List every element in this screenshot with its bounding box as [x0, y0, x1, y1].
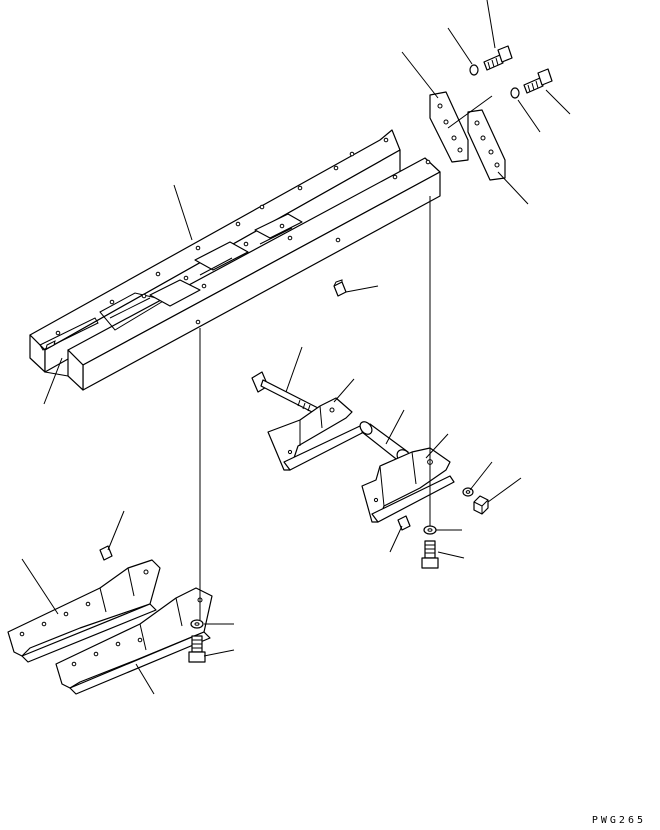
left-step-bracket [8, 560, 160, 662]
left-cradle-bracket [268, 398, 364, 470]
right-bracket-washer [424, 526, 436, 534]
right-cradle-bracket [362, 448, 454, 522]
step-plug [100, 546, 112, 560]
frame-plug [334, 280, 346, 296]
bracket-nut [474, 496, 488, 514]
assembly-center-lines [200, 196, 430, 620]
bracket-plug [398, 516, 410, 530]
mount-bracket-upper-right [468, 110, 505, 180]
rear-washer-lower [511, 88, 519, 98]
bracket-washer [463, 488, 473, 496]
right-bracket-bolt [422, 541, 438, 568]
step-washer [191, 620, 203, 628]
rear-washer-upper [470, 65, 478, 75]
right-step-bracket [56, 588, 212, 694]
rear-bolt-upper [484, 46, 512, 70]
figure-code: PWG265 [591, 815, 646, 826]
leader-lines [22, 0, 570, 694]
front-pin-bolt [252, 372, 318, 414]
main-frame [30, 130, 440, 390]
rear-bolt-lower [524, 69, 552, 93]
step-bolt [189, 636, 205, 662]
